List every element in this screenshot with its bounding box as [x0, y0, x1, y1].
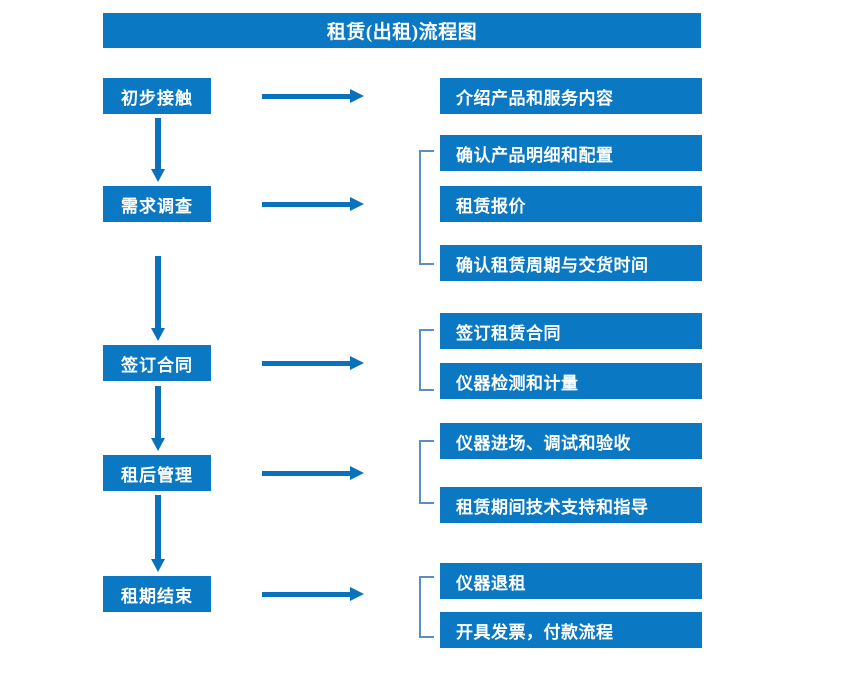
arrow-head	[350, 197, 364, 211]
group-bracket-icon-4	[419, 440, 434, 504]
arrow-down-icon-stage2-to-stage3	[151, 256, 165, 341]
arrow-shaft	[155, 495, 161, 559]
detail-box-instrument-return[interactable]: 仪器退租	[440, 563, 702, 599]
arrow-down-icon-stage1-to-stage2	[151, 118, 165, 182]
arrow-head	[151, 559, 165, 572]
arrow-right-icon-stage5	[262, 587, 364, 601]
arrow-head	[350, 587, 364, 601]
arrow-down-icon-stage4-to-stage5	[151, 495, 165, 572]
arrow-down-icon-stage3-to-stage4	[151, 386, 165, 451]
detail-box-invoice-payment[interactable]: 开具发票，付款流程	[440, 612, 702, 648]
arrow-head	[350, 89, 364, 103]
group-bracket-icon-3	[419, 329, 434, 391]
arrow-head	[350, 356, 364, 370]
arrow-right-icon-stage3	[262, 356, 364, 370]
detail-box-confirm-rental-period[interactable]: 确认租赁周期与交货时间	[440, 245, 702, 281]
arrow-head	[151, 169, 165, 182]
detail-box-introduce-products[interactable]: 介绍产品和服务内容	[440, 78, 702, 114]
arrow-shaft	[155, 256, 161, 328]
arrow-shaft	[262, 202, 352, 207]
detail-box-instrument-entry-commissioning[interactable]: 仪器进场、调试和验收	[440, 423, 702, 459]
detail-box-rental-quote[interactable]: 租赁报价	[440, 186, 702, 222]
arrow-shaft	[155, 386, 161, 438]
arrow-shaft	[262, 592, 352, 597]
arrow-shaft	[262, 361, 352, 366]
arrow-shaft	[262, 471, 352, 476]
group-bracket-icon-5	[419, 576, 434, 638]
arrow-head	[151, 328, 165, 341]
page-title: 租赁(出租)流程图	[103, 13, 701, 48]
group-bracket-icon-2	[419, 150, 434, 265]
detail-box-technical-support[interactable]: 租赁期间技术支持和指导	[440, 487, 702, 523]
detail-box-instrument-inspection[interactable]: 仪器检测和计量	[440, 363, 702, 399]
arrow-shaft	[262, 94, 352, 99]
arrow-shaft	[155, 118, 161, 169]
stage-box-sign-contract[interactable]: 签订合同	[103, 345, 211, 381]
stage-box-post-rental-management[interactable]: 租后管理	[103, 455, 211, 491]
arrow-right-icon-stage4	[262, 466, 364, 480]
arrow-head	[151, 438, 165, 451]
detail-box-confirm-product-details[interactable]: 确认产品明细和配置	[440, 135, 702, 171]
arrow-right-icon-stage2	[262, 197, 364, 211]
stage-box-rental-end[interactable]: 租期结束	[103, 576, 211, 612]
arrow-head	[350, 466, 364, 480]
detail-box-sign-rental-contract[interactable]: 签订租赁合同	[440, 313, 702, 349]
arrow-right-icon-stage1	[262, 89, 364, 103]
stage-box-initial-contact[interactable]: 初步接触	[103, 78, 211, 114]
stage-box-needs-survey[interactable]: 需求调查	[103, 186, 211, 222]
